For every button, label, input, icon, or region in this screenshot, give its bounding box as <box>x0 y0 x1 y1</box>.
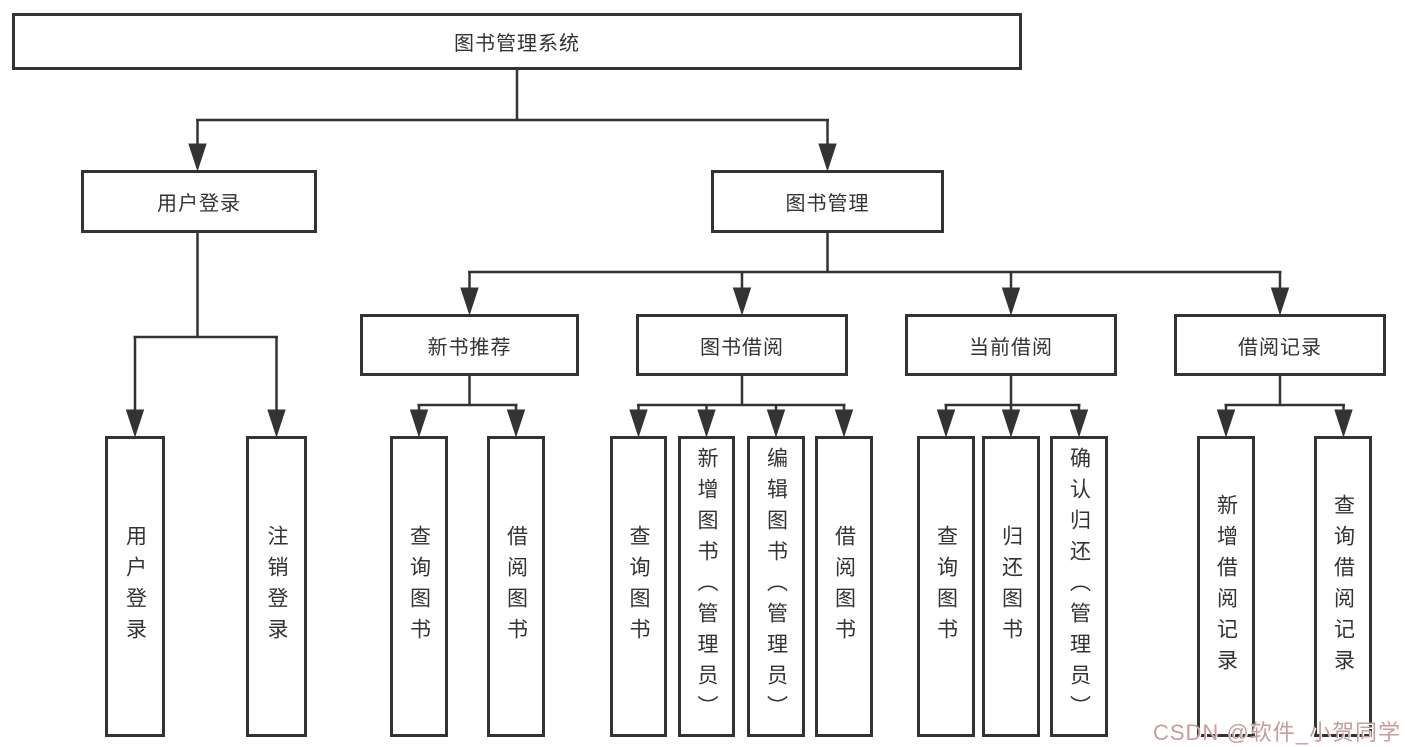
arrowhead-icon <box>1001 409 1021 438</box>
arrowhead-icon <box>834 409 854 438</box>
node-current-borrowing: 当前借阅 <box>905 314 1117 376</box>
node-new-book-recommendation: 新书推荐 <box>360 314 579 376</box>
leaf-edit-books-admin: 编辑图书（管理员） <box>747 436 805 737</box>
leaf-label: 编辑图书（管理员） <box>764 447 788 726</box>
arrowhead-icon <box>125 409 145 438</box>
leaf-label: 归还图书 <box>999 524 1023 649</box>
leaf-query-books-current: 查询图书 <box>917 436 975 737</box>
leaf-confirm-return-admin: 确认归还（管理员） <box>1050 436 1108 737</box>
leaf-label: 查询借阅记录 <box>1331 493 1355 680</box>
arrowhead-icon <box>460 287 479 316</box>
leaf-query-borrow-record: 查询借阅记录 <box>1314 436 1372 737</box>
connector-new-book-to-leaves <box>409 376 526 438</box>
connector-borrow-records-to-leaves <box>1216 376 1353 438</box>
arrowhead-icon <box>818 143 837 172</box>
leaf-user-login: 用户登录 <box>105 436 165 737</box>
leaf-add-borrow-record: 新增借阅记录 <box>1197 436 1255 737</box>
node-book-borrowing: 图书借阅 <box>636 314 848 376</box>
connector-book-borrow-to-leaves <box>629 376 854 438</box>
leaf-query-books-borrow: 查询图书 <box>610 436 667 737</box>
leaf-label: 新增图书（管理员） <box>695 447 718 726</box>
leaf-label: 查询图书 <box>407 524 431 649</box>
node-book-management: 图书管理 <box>711 170 944 233</box>
arrowhead-icon <box>697 409 716 438</box>
arrowhead-icon <box>936 409 956 438</box>
arrowhead-icon <box>1001 287 1021 316</box>
arrowhead-icon <box>1270 287 1290 316</box>
arrowhead-icon <box>732 287 752 316</box>
arrowhead-icon <box>1334 409 1353 438</box>
arrowhead-icon <box>506 409 526 438</box>
leaf-logout: 注销登录 <box>246 436 307 737</box>
leaf-label: 确认归还（管理员） <box>1067 447 1091 726</box>
leaf-label: 用户登录 <box>123 524 147 649</box>
leaf-return-books: 归还图书 <box>982 436 1040 737</box>
arrowhead-icon <box>629 409 648 438</box>
leaf-label: 查询图书 <box>627 524 650 649</box>
leaf-label: 注销登录 <box>265 524 288 649</box>
leaf-query-books-newbook: 查询图书 <box>390 436 448 737</box>
arrowhead-icon <box>1216 409 1236 438</box>
connector-book-mgmt-to-level3 <box>460 233 1290 316</box>
leaf-add-books-admin: 新增图书（管理员） <box>678 436 735 737</box>
connector-root-to-level2 <box>188 70 837 172</box>
node-user-login: 用户登录 <box>81 170 317 233</box>
leaf-label: 新增借阅记录 <box>1214 493 1238 680</box>
arrowhead-icon <box>1069 409 1089 438</box>
connector-current-borrow-to-leaves <box>936 376 1089 438</box>
arrowhead-icon <box>188 143 207 172</box>
leaf-label: 借阅图书 <box>504 524 528 649</box>
leaf-borrow-books: 借阅图书 <box>815 436 873 737</box>
leaf-label: 借阅图书 <box>832 524 856 649</box>
leaf-borrow-books-newbook: 借阅图书 <box>487 436 545 737</box>
arrowhead-icon <box>409 409 429 438</box>
node-library-system: 图书管理系统 <box>12 13 1022 70</box>
csdn-watermark: CSDN @软件_小贺同学 <box>1152 720 1401 745</box>
leaf-label: 查询图书 <box>934 524 958 649</box>
arrowhead-icon <box>766 409 786 438</box>
arrowhead-icon <box>267 409 286 438</box>
connector-user-login-to-leaves <box>125 233 286 438</box>
node-borrowing-records: 借阅记录 <box>1174 314 1386 376</box>
